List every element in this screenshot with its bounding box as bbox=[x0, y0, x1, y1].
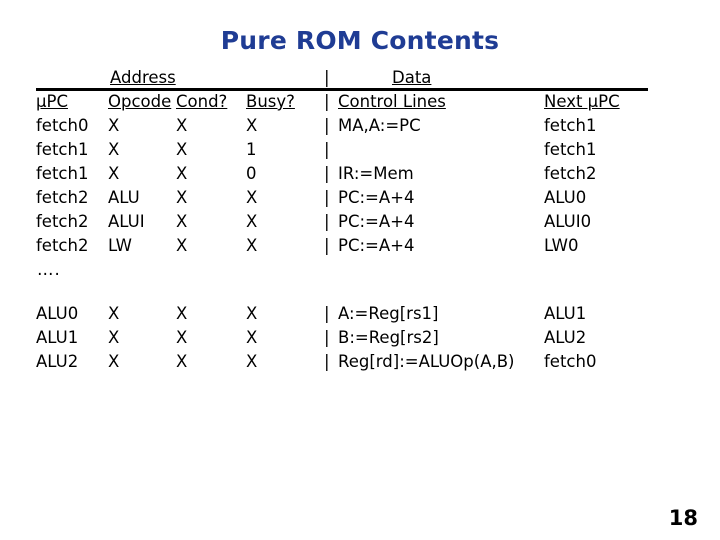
column-header-next-upc-label: Next μPC bbox=[544, 92, 620, 111]
column-header-opcode-label: Opcode bbox=[108, 92, 172, 111]
cell-busy: X bbox=[246, 116, 258, 135]
cell-control: A:=Reg[rs1] bbox=[338, 304, 439, 323]
cell-busy: X bbox=[246, 236, 258, 255]
cell-opcode: LW bbox=[108, 236, 132, 255]
column-header-separator: | bbox=[324, 92, 330, 111]
cell-upc: ALU0 bbox=[36, 304, 79, 323]
cell-separator: | bbox=[324, 212, 330, 231]
cell-busy: X bbox=[246, 328, 258, 347]
cell-next-upc: fetch2 bbox=[544, 164, 597, 183]
table-row: fetch2 LW X X | PC:=A+4 LW0 bbox=[36, 236, 684, 260]
cell-upc: ALU1 bbox=[36, 328, 79, 347]
table-column-header-row: μPC Opcode Cond? Busy? | Control Lines N… bbox=[36, 92, 684, 116]
table-row: ALU1 X X X | B:=Reg[rs2] ALU2 bbox=[36, 328, 684, 352]
cell-separator: | bbox=[324, 352, 330, 371]
cell-control: B:=Reg[rs2] bbox=[338, 328, 439, 347]
page-title: Pure ROM Contents bbox=[220, 26, 500, 55]
table-row: ALU2 X X X | Reg[rd]:=ALUOp(A,B) fetch0 bbox=[36, 352, 684, 376]
cell-separator: | bbox=[324, 236, 330, 255]
table-row: fetch2 ALU X X | PC:=A+4 ALU0 bbox=[36, 188, 684, 212]
cell-opcode: X bbox=[108, 352, 120, 371]
cell-separator: | bbox=[324, 328, 330, 347]
cell-separator: | bbox=[324, 164, 330, 183]
cell-upc: fetch1 bbox=[36, 164, 89, 183]
group-header-address-label: Address bbox=[110, 68, 176, 87]
column-header-control-lines: Control Lines bbox=[338, 92, 544, 111]
cell-opcode: X bbox=[108, 328, 120, 347]
cell-cond: X bbox=[176, 188, 188, 207]
cell-control: IR:=Mem bbox=[338, 164, 414, 183]
cell-cond: X bbox=[176, 236, 188, 255]
cell-separator: | bbox=[324, 304, 330, 323]
group-header-data: Data bbox=[338, 68, 544, 87]
group-header-separator: | bbox=[324, 68, 330, 87]
cell-cond: X bbox=[176, 212, 188, 231]
cell-upc: fetch0 bbox=[36, 116, 89, 135]
cell-control: Reg[rd]:=ALUOp(A,B) bbox=[338, 352, 515, 371]
cell-busy: X bbox=[246, 352, 258, 371]
table-row: fetch1 X X 1 | fetch1 bbox=[36, 140, 684, 164]
table-gap bbox=[36, 286, 684, 304]
cell-busy: X bbox=[246, 212, 258, 231]
cell-cond: X bbox=[176, 328, 188, 347]
column-header-opcode: Opcode bbox=[108, 92, 176, 111]
cell-opcode: X bbox=[108, 164, 120, 183]
cell-next-upc: LW0 bbox=[544, 236, 579, 255]
column-header-upc-label: μPC bbox=[36, 92, 68, 111]
cell-upc: fetch1 bbox=[36, 140, 89, 159]
cell-upc: fetch2 bbox=[36, 212, 89, 231]
column-header-busy: Busy? bbox=[246, 92, 324, 111]
cell-busy: X bbox=[246, 188, 258, 207]
cell-next-upc: fetch1 bbox=[544, 140, 597, 159]
cell-busy: 1 bbox=[246, 140, 257, 159]
cell-control: MA,A:=PC bbox=[338, 116, 421, 135]
cell-opcode: X bbox=[108, 140, 120, 159]
cell-separator: | bbox=[324, 140, 330, 159]
table-row: fetch1 X X 0 | IR:=Mem fetch2 bbox=[36, 164, 684, 188]
cell-control: PC:=A+4 bbox=[338, 188, 415, 207]
table-row: fetch2 ALUI X X | PC:=A+4 ALUI0 bbox=[36, 212, 684, 236]
group-header-data-label: Data bbox=[392, 68, 432, 87]
group-header-address: Address bbox=[108, 68, 324, 87]
cell-next-upc: fetch1 bbox=[544, 116, 597, 135]
cell-cond: X bbox=[176, 164, 188, 183]
cell-cond: X bbox=[176, 352, 188, 371]
cell-next-upc: ALU2 bbox=[544, 328, 587, 347]
cell-busy: 0 bbox=[246, 164, 257, 183]
cell-opcode: X bbox=[108, 116, 120, 135]
cell-cond: X bbox=[176, 304, 188, 323]
cell-next-upc: ALUI0 bbox=[544, 212, 592, 231]
column-header-upc: μPC bbox=[36, 92, 108, 111]
cell-separator: | bbox=[324, 116, 330, 135]
cell-opcode: X bbox=[108, 304, 120, 323]
cell-control: PC:=A+4 bbox=[338, 236, 415, 255]
cell-next-upc: ALU1 bbox=[544, 304, 587, 323]
rom-contents-table: Address | Data μPC Opcode Cond? Busy? | … bbox=[36, 68, 684, 376]
table-row: fetch0 X X X | MA,A:=PC fetch1 bbox=[36, 116, 684, 140]
cell-opcode: ALUI bbox=[108, 212, 145, 231]
table-ellipsis: …. bbox=[37, 260, 61, 279]
cell-control: PC:=A+4 bbox=[338, 212, 415, 231]
column-header-next-upc: Next μPC bbox=[544, 92, 684, 111]
cell-next-upc: fetch0 bbox=[544, 352, 597, 371]
cell-opcode: ALU bbox=[108, 188, 140, 207]
cell-upc: fetch2 bbox=[36, 188, 89, 207]
table-row: ALU0 X X X | A:=Reg[rs1] ALU1 bbox=[36, 304, 684, 328]
cell-upc: ALU2 bbox=[36, 352, 79, 371]
page-number: 18 bbox=[668, 506, 698, 530]
cell-cond: X bbox=[176, 140, 188, 159]
column-header-busy-label: Busy? bbox=[246, 92, 295, 111]
cell-cond: X bbox=[176, 116, 188, 135]
cell-next-upc: ALU0 bbox=[544, 188, 587, 207]
cell-separator: | bbox=[324, 188, 330, 207]
column-header-control-lines-label: Control Lines bbox=[338, 92, 446, 111]
header-divider-rule bbox=[36, 88, 648, 91]
cell-busy: X bbox=[246, 304, 258, 323]
cell-upc: fetch2 bbox=[36, 236, 89, 255]
column-header-cond-label: Cond? bbox=[176, 92, 228, 111]
column-header-cond: Cond? bbox=[176, 92, 246, 111]
table-group-header-row: Address | Data bbox=[36, 68, 684, 87]
